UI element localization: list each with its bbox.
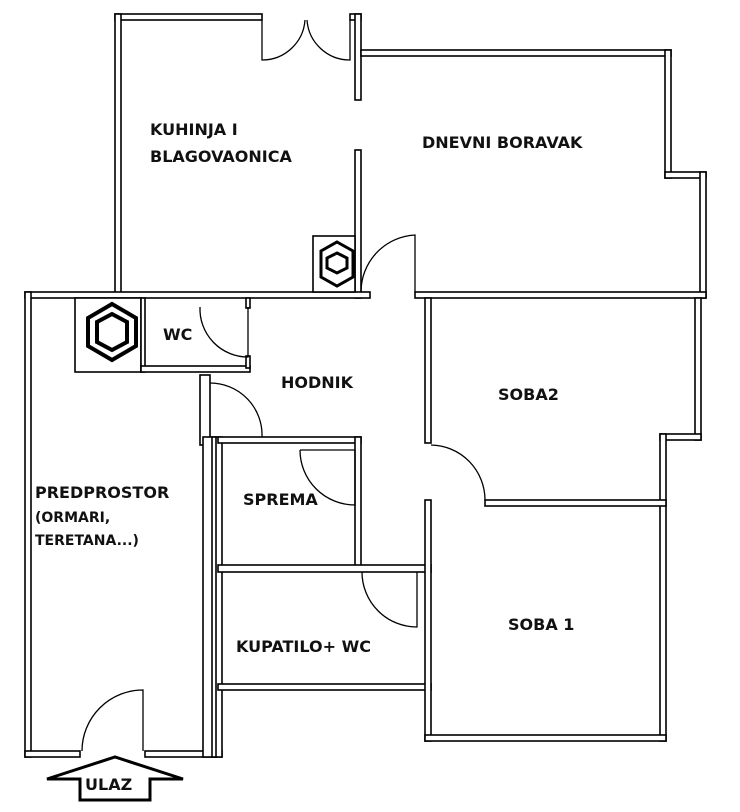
- room-label-hallway: HODNIK: [281, 373, 354, 392]
- room-label-bathroom: KUPATILO+ WC: [236, 637, 371, 656]
- room-label-kitchen: KUHINJA I: [150, 120, 238, 139]
- room-label-foyer-note-2: TERETANA...): [35, 533, 139, 549]
- room-label-foyer: PREDPROSTOR: [35, 483, 170, 502]
- room-label-kitchen-2: BLAGOVAONICA: [150, 147, 292, 166]
- room-label-wc: WC: [163, 325, 193, 344]
- doors: [81, 19, 486, 752]
- walls: [24, 13, 707, 758]
- entrance-label: ULAZ: [85, 775, 133, 794]
- room-label-storage: SPREMA: [243, 490, 318, 509]
- room-label-living: DNEVNI BORAVAK: [422, 133, 583, 152]
- chimney-icon: [86, 240, 355, 363]
- entrance-arrow-icon: [46, 755, 184, 802]
- room-label-foyer-note: (ORMARI,: [35, 510, 111, 526]
- room-label-room2: SOBA2: [498, 385, 559, 404]
- room-label-room1: SOBA 1: [508, 615, 575, 634]
